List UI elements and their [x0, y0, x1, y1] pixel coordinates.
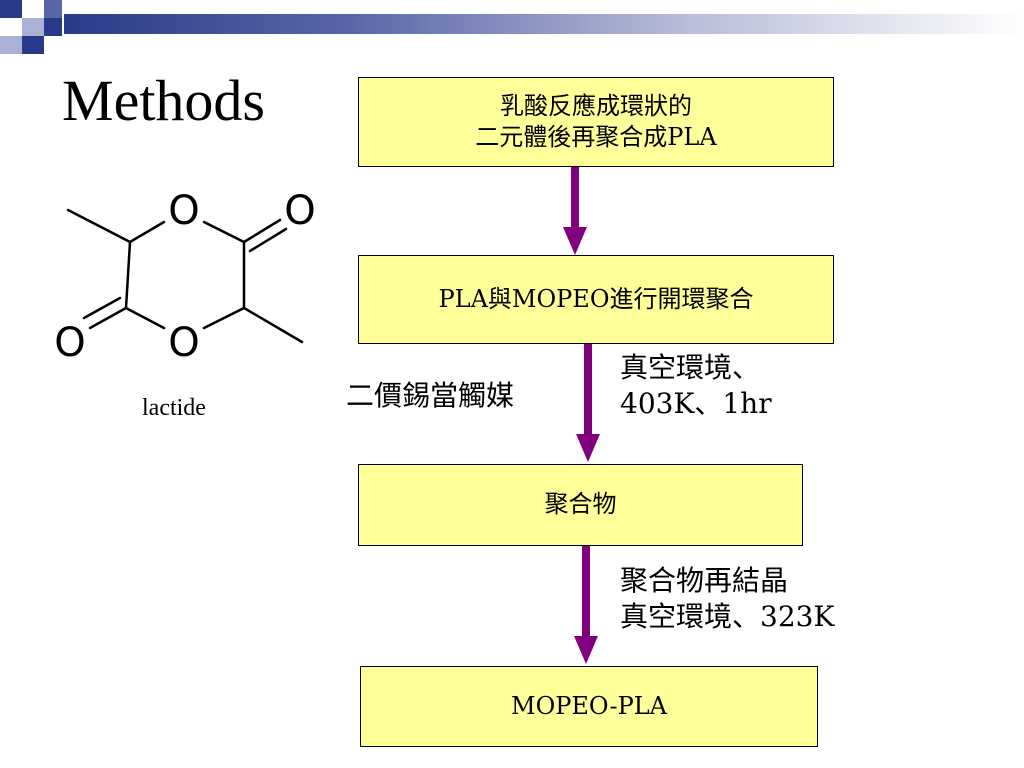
- flow-step-2: PLA與MOPEO進行開環聚合: [358, 255, 834, 344]
- corner-square: [0, 0, 22, 18]
- lactide-structure-diagram: O O O O: [54, 188, 315, 366]
- oxygen-atom-label: O: [168, 320, 199, 366]
- bond: [128, 220, 166, 244]
- corner-square: [0, 36, 22, 54]
- header-gradient-bar: [64, 14, 1024, 34]
- bond: [242, 306, 304, 344]
- bond: [248, 227, 288, 253]
- flow-step-2-text: PLA與MOPEO進行開環聚合: [438, 284, 754, 313]
- bond: [124, 306, 166, 330]
- flow-step-1-line-1: 乳酸反應成環狀的: [499, 91, 692, 120]
- flow-step-4-text: MOPEO-PLA: [511, 691, 667, 720]
- corner-square: [44, 18, 62, 36]
- reaction-condition-note: 真空環境、 403K、1hr: [620, 350, 772, 423]
- page-title: Methods: [62, 68, 265, 133]
- flow-step-1: 乳酸反應成環狀的 二元體後再聚合成PLA: [358, 77, 834, 167]
- bond: [202, 220, 246, 244]
- bond: [66, 208, 132, 244]
- flow-step-1-line-2: 二元體後再聚合成PLA: [475, 123, 717, 151]
- recrystallization-line-1: 聚合物再結晶: [620, 564, 789, 597]
- oxygen-atom-label: O: [54, 320, 85, 366]
- flow-arrow-3: [574, 546, 598, 664]
- bond: [202, 306, 246, 330]
- flow-step-3-text: 聚合物: [544, 490, 617, 519]
- flow-step-4: MOPEO-PLA: [360, 666, 818, 747]
- recrystallization-note: 聚合物再結晶 真空環境、323K: [620, 563, 834, 636]
- bond: [88, 306, 128, 330]
- reaction-condition-line-2: 403K、1hr: [620, 387, 772, 421]
- bond: [124, 240, 132, 310]
- recrystallization-line-2: 真空環境、323K: [620, 600, 835, 634]
- corner-square: [44, 0, 62, 18]
- reaction-condition-line-1: 真空環境、: [620, 351, 761, 384]
- bond: [82, 296, 122, 320]
- oxygen-atom-label: O: [168, 188, 199, 234]
- flow-arrow-2: [576, 344, 600, 462]
- flow-arrow-1: [563, 167, 587, 255]
- oxygen-atom-label: O: [284, 188, 315, 234]
- molecule-label: lactide: [142, 395, 206, 421]
- bond: [242, 218, 282, 244]
- flow-step-3: 聚合物: [358, 464, 803, 546]
- catalyst-note: 二價錫當觸媒: [346, 379, 515, 412]
- corner-square: [22, 18, 44, 36]
- corner-square: [22, 36, 44, 54]
